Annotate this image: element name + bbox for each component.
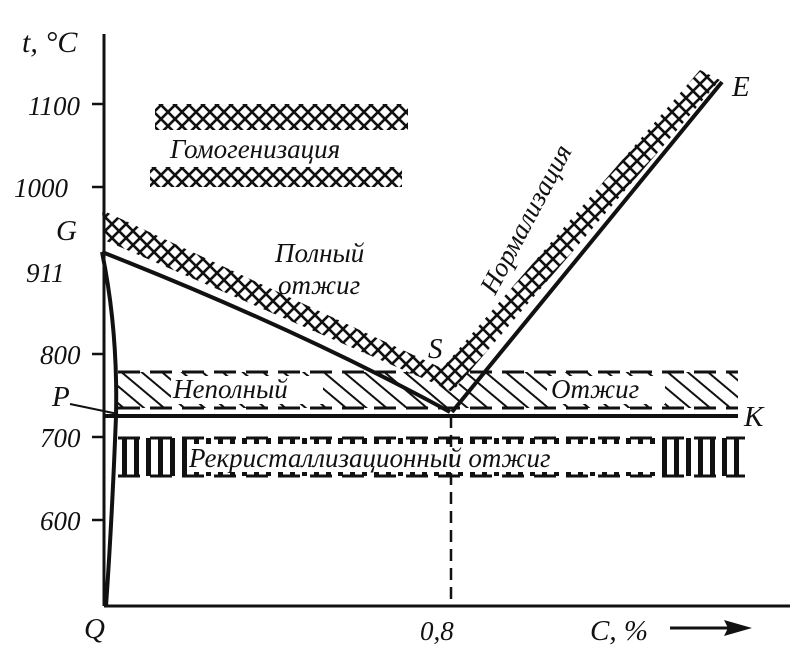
p-leader (69, 403, 119, 415)
homogenization-band-top (155, 104, 408, 130)
x-tick-0-8: 0,8 (420, 616, 454, 646)
zone-homogenization: Гомогенизация (169, 134, 340, 164)
y-tick-800: 800 (40, 340, 81, 370)
y-tick-1000: 1000 (14, 173, 69, 203)
point-k-label: K (743, 401, 765, 433)
homogenization-band-bottom (150, 167, 402, 187)
y-tick-700: 700 (40, 423, 81, 453)
normalization-hatch-strip (432, 70, 720, 392)
y-axis-label: t, °C (22, 26, 78, 59)
y-tick-600: 600 (40, 506, 81, 536)
point-p-label: P (51, 381, 70, 413)
point-g-label: G (56, 215, 77, 247)
zone-incomplete: Неполный (172, 374, 288, 404)
line-gs (101, 250, 451, 414)
zone-full-anneal-line2: отжиг (278, 270, 360, 300)
zone-full-anneal-line1: Полный (274, 238, 365, 268)
y-tick-911: 911 (26, 258, 65, 288)
line-se (450, 80, 724, 414)
point-e-label: E (731, 71, 750, 103)
y-tick-1100: 1100 (28, 91, 80, 121)
line-pq (104, 415, 118, 607)
point-q-label: Q (84, 613, 105, 645)
x-axis-arrow-icon (670, 620, 752, 636)
zone-anneal: Отжиг (551, 374, 639, 404)
point-s-label: S (428, 333, 443, 365)
full-anneal-hatch-strip (102, 210, 450, 388)
zone-recrystallization: Рекристаллизационный отжиг (188, 443, 551, 473)
x-axis-label: C, % (590, 615, 648, 647)
